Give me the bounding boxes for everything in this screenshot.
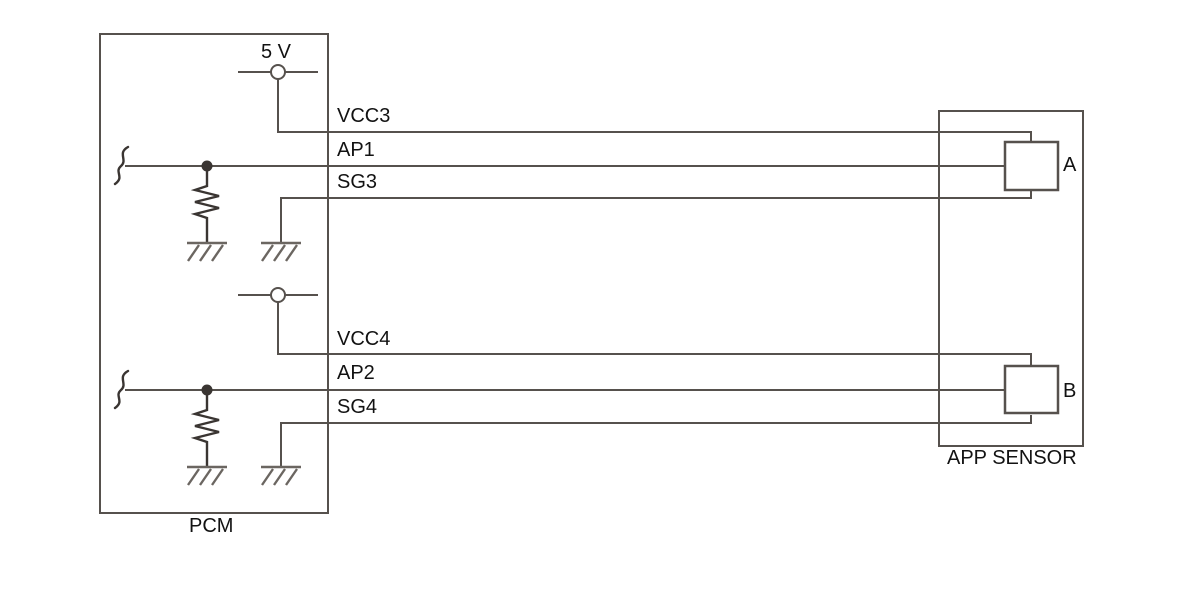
- pulldown-resistor-2-icon: [190, 390, 220, 467]
- wire-break-1-icon: [113, 145, 130, 186]
- junction-dot-ap1: [201, 160, 213, 172]
- supply-terminal-2-icon: [238, 287, 318, 303]
- pin-label-vcc4: VCC4: [337, 328, 391, 350]
- connector-a-box: [1003, 140, 1060, 192]
- ground-2-icon: [261, 241, 301, 262]
- ground-3-icon: [187, 465, 227, 486]
- ground-1-icon: [187, 241, 227, 262]
- ground-4-icon: [261, 465, 301, 486]
- wire-sg3: [280, 191, 1032, 243]
- pcm-label: PCM: [189, 515, 234, 537]
- wire-sg4: [280, 415, 1032, 467]
- wire-vcc3: [277, 79, 1032, 143]
- pin-label-ap2: AP2: [337, 362, 375, 384]
- pulldown-resistor-1-icon: [190, 166, 220, 243]
- pin-label-sg3: SG3: [337, 171, 378, 193]
- supply-voltage-label: 5 V: [261, 41, 292, 63]
- wire-vcc4: [277, 302, 1032, 367]
- app-sensor-box: [938, 110, 1084, 447]
- app-sensor-label: APP SENSOR: [947, 447, 1077, 469]
- pcm-box: [99, 33, 329, 514]
- connector-b-box: [1003, 364, 1060, 415]
- pin-label-vcc3: VCC3: [337, 105, 391, 127]
- wire-break-2-icon: [113, 369, 130, 410]
- connector-b-label: B: [1063, 380, 1077, 402]
- connector-a-label: A: [1063, 154, 1077, 176]
- pin-label-ap1: AP1: [337, 139, 375, 161]
- supply-terminal-1-icon: [238, 64, 318, 80]
- junction-dot-ap2: [201, 384, 213, 396]
- pin-label-sg4: SG4: [337, 396, 378, 418]
